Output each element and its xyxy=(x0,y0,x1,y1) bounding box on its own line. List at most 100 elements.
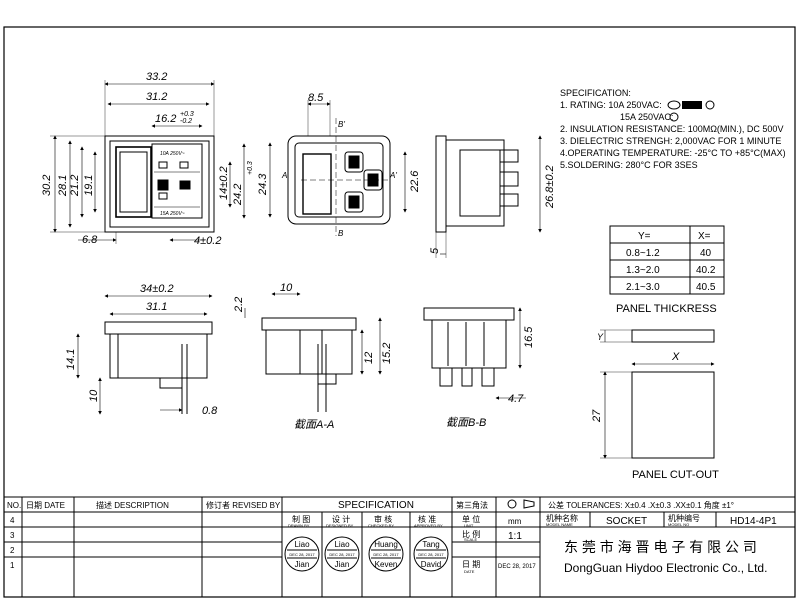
dim-left: 6.8 xyxy=(82,234,98,246)
spec-line5: 5.SOLDERING: 280°C FOR 3SES xyxy=(560,160,698,170)
tb-scale-en: SCALE xyxy=(464,537,477,542)
dim-height-inner: 21.2 xyxy=(69,175,81,197)
thickness-row1-x: 40 xyxy=(700,248,712,259)
tb-col-rev: 修订者 REVISED BY xyxy=(206,500,281,510)
front-view-labels: 33.2 31.2 16.2 +0.3 -0.2 10A 250V~ 15A 2… xyxy=(41,71,254,247)
dim-10: 10 xyxy=(88,389,100,402)
stamp-circle xyxy=(284,536,320,572)
tb-model-name-en: MODEL NAME xyxy=(546,522,573,527)
dim-outlet-h2: 24.2 xyxy=(232,184,244,206)
thickness-table-text: Y= X= 0.8~1.2 40 1.3~2.0 40.2 2.1~3.0 40… xyxy=(626,231,716,293)
bottom-view xyxy=(76,294,213,415)
projection-symbol xyxy=(507,499,535,509)
tb-spec-title: SPECIFICATION xyxy=(338,500,414,511)
tb-row-3: 3 xyxy=(10,531,15,540)
tb-approved-en: APPROVED BY xyxy=(414,523,443,528)
rear-view-labels: 8.5 24.3 22.6 B' B A A' xyxy=(257,92,421,238)
thickness-row2-x: 40.2 xyxy=(696,265,716,276)
tb-model-no-en: MODEL NO xyxy=(668,522,689,527)
stamp-date: DEC 28, 2017 xyxy=(373,552,399,557)
panel-cutout-labels: Y X 27 xyxy=(591,332,680,423)
tb-date-cn: 日 期 xyxy=(462,560,480,569)
stamp-bottom-name: Jian xyxy=(335,560,350,569)
panel-cutout-x: X xyxy=(671,351,680,363)
front-view xyxy=(50,80,246,244)
dim-15-2: 15.2 xyxy=(381,343,393,364)
dim-width-total: 33.2 xyxy=(146,71,167,83)
dim-2-2: 2.2 xyxy=(233,297,245,313)
tb-row-4: 4 xyxy=(10,516,15,525)
label-a-right: A' xyxy=(389,171,397,180)
dim-outlet: 16.2 xyxy=(155,113,176,125)
tb-checked-en: CHECKED BY xyxy=(368,523,394,528)
panel-cutout-y: Y xyxy=(597,332,604,342)
tb-col-date: 日期 DATE xyxy=(26,501,65,510)
dim-0-8: 0.8 xyxy=(202,405,218,417)
tb-col-desc: 描述 DESCRIPTION xyxy=(96,500,169,510)
dim-outlet-h2-tol: +0.3 xyxy=(247,161,254,175)
thickness-table xyxy=(609,225,725,295)
dim-34: 34±0.2 xyxy=(140,283,174,295)
dim-width-inner: 31.2 xyxy=(146,91,167,103)
stamp-date: DEC 28, 2017 xyxy=(418,552,444,557)
rear-view xyxy=(268,100,407,236)
dim-outlet-tol-plus: +0.3 xyxy=(180,111,194,118)
dim-height-frame: 28.1 xyxy=(57,175,69,197)
tb-scale-value: 1:1 xyxy=(508,531,522,542)
thickness-row3-x: 40.5 xyxy=(696,282,716,293)
stamp-bottom-name: David xyxy=(421,560,441,569)
dim-31-1: 31.1 xyxy=(146,301,167,313)
stamp-circle xyxy=(324,536,360,572)
dim-14-1: 14.1 xyxy=(65,349,77,370)
tb-projection: 第三角法 xyxy=(456,500,488,510)
tb-tolerances: 公差 TOLERANCES: X±0.4 .X±0.3 .XX±0.1 角度 ±… xyxy=(548,500,734,510)
certification-marks xyxy=(667,100,715,122)
stamp-circle xyxy=(368,536,404,572)
tb-drawn-en: DRAWN BY xyxy=(288,523,310,528)
thickness-row1-y: 0.8~1.2 xyxy=(626,248,660,259)
dim-height-switch: 19.1 xyxy=(83,175,95,196)
tb-unit-cn: 单 位 xyxy=(462,514,480,524)
dim-side-height: 24.3 xyxy=(257,173,269,196)
section-b-b xyxy=(423,307,526,400)
side-view xyxy=(435,135,542,258)
dim-bottom: 4±0.2 xyxy=(194,235,221,247)
side-view-labels: 26.8±0.2 5 xyxy=(429,165,556,254)
tb-company-cn: 东 莞 市 海 晋 电 子 有 限 公 司 xyxy=(564,539,757,555)
label-a-left: A xyxy=(281,171,287,180)
tb-drawn-cn: 制 图 xyxy=(292,514,310,524)
spec-title: SPECIFICATION: xyxy=(560,88,631,98)
section-a-label: 截面A-A xyxy=(294,418,334,431)
tb-checked-cn: 审 核 xyxy=(374,514,392,524)
stamp-bottom-name: Keven xyxy=(375,560,398,569)
stamp-top-name: Tang xyxy=(422,540,439,549)
stamp-top-name: Liao xyxy=(294,540,310,549)
thickness-header-x: X= xyxy=(698,231,711,242)
thickness-row3-y: 2.1~3.0 xyxy=(626,282,660,293)
thickness-row2-y: 1.3~2.0 xyxy=(626,265,660,276)
label-b-bottom: B xyxy=(338,229,344,238)
title-block-text: NO. 日期 DATE 描述 DESCRIPTION 修订者 REVISED B… xyxy=(7,499,777,575)
dim-height-total: 30.2 xyxy=(41,175,53,196)
tb-designed-cn: 设 计 xyxy=(332,514,350,524)
dim-10b: 10 xyxy=(280,282,293,294)
tb-approved-cn: 核 准 xyxy=(418,514,436,524)
panel-cutout-27: 27 xyxy=(591,409,603,423)
dim-outlet-tol-minus: -0.2 xyxy=(180,118,192,125)
specification: SPECIFICATION: 1. RATING: 10A 250VAC: 15… xyxy=(560,88,786,170)
tb-row-2: 2 xyxy=(10,546,15,555)
stamp-circle xyxy=(413,536,449,572)
dim-side2-height: 26.8±0.2 xyxy=(544,165,556,209)
section-a-a-labels: 2.2 10 12 15.2 截面A-A xyxy=(233,282,393,431)
stamp-top-name: Huang xyxy=(374,540,398,549)
tb-scale-cn: 比 例 xyxy=(462,529,480,539)
tb-model-no-value: HD14-4P1 xyxy=(730,516,777,527)
section-b-b-labels: 16.5 4.7 截面B-B xyxy=(446,326,535,429)
label-b-top: B' xyxy=(338,120,345,129)
